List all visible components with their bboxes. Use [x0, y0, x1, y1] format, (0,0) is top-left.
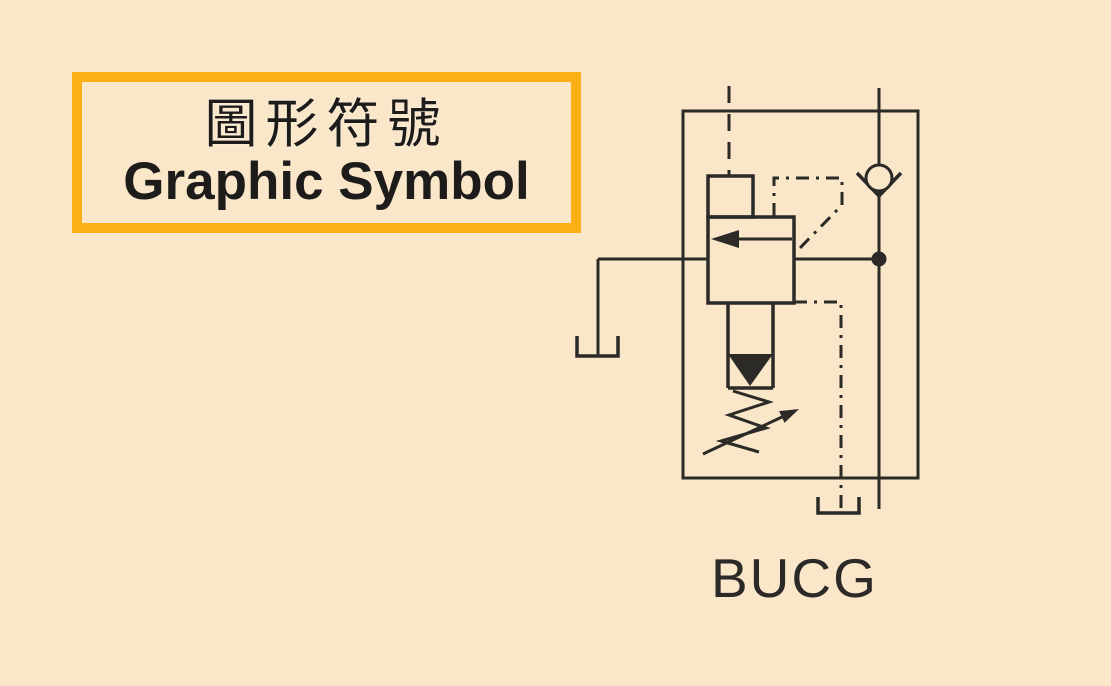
- drain-dashed-line: [794, 300, 843, 508]
- valve-envelope-rect: [681, 109, 920, 480]
- tank-icon-drain: [816, 497, 861, 515]
- check-valve-ball: [864, 163, 894, 193]
- adjust-arrow-head: [779, 409, 799, 423]
- flow-arrow-icon: [711, 230, 792, 248]
- tank-icon-left: [575, 336, 620, 358]
- model-label: BUCG: [711, 547, 878, 609]
- adjustability-arrow-icon: [702, 409, 799, 456]
- pilot-dashed-line: [772, 176, 844, 253]
- adjust-arrow-line: [702, 415, 783, 456]
- poppet-channel: [726, 303, 775, 390]
- poppet-triangle-icon: [728, 354, 773, 386]
- title-chinese: 圖形符號: [204, 94, 449, 156]
- title-box: 圖形符號 Graphic Symbol: [72, 72, 581, 233]
- flow-arrow-head: [711, 230, 739, 248]
- pilot-cap-box: [706, 174, 755, 219]
- main-valve-body-box: [706, 215, 796, 305]
- title-english: Graphic Symbol: [123, 151, 530, 211]
